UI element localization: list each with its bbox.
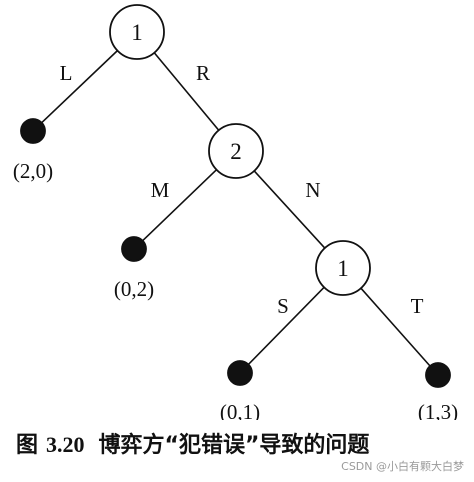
caption-prefix: 图: [16, 433, 39, 458]
decision-node-n2: [208, 123, 264, 179]
figure-caption: 图 3.20 博弈方“犯错误”导致的问题: [16, 427, 369, 459]
edge-label-n: N: [305, 178, 320, 202]
caption-number: 3.20: [46, 432, 85, 457]
edge-label-t: T: [411, 294, 424, 318]
player-label-n2: 2: [230, 139, 242, 164]
payoff-label-leaf-t: (1,3): [418, 400, 458, 420]
player-label-n3: 1: [337, 256, 349, 281]
terminal-node-leaf-l: [20, 118, 46, 144]
terminal-node-leaf-t: [425, 362, 451, 388]
terminal-node-leaf-s: [227, 360, 253, 386]
watermark: CSDN @小白有颗大白梦: [341, 460, 464, 473]
edge-label-r: R: [196, 61, 210, 85]
edge-t: [360, 287, 431, 367]
player-label-root: 1: [131, 20, 143, 45]
edge-m: [142, 169, 218, 242]
terminal-node-leaf-m: [121, 236, 147, 262]
edge-label-l: L: [60, 61, 73, 85]
payoff-label-leaf-l: (2,0): [13, 159, 53, 183]
caption-text: 博弈方“犯错误”导致的问题: [98, 433, 370, 458]
edge-label-s: S: [277, 294, 289, 318]
payoff-label-leaf-s: (0,1): [220, 400, 260, 420]
decision-node-n3: [315, 240, 371, 296]
edge-r: [153, 52, 220, 131]
edge-s: [247, 286, 325, 365]
payoff-label-leaf-m: (0,2): [114, 277, 154, 301]
edge-l: [41, 50, 118, 124]
edge-label-m: M: [151, 178, 170, 202]
decision-node-root: [109, 4, 165, 60]
edge-n: [253, 170, 326, 249]
game-tree-diagram: L R M N S T 1 (2,0) 2 (0,2) 1 (0,1) (1,3): [13, 4, 458, 420]
